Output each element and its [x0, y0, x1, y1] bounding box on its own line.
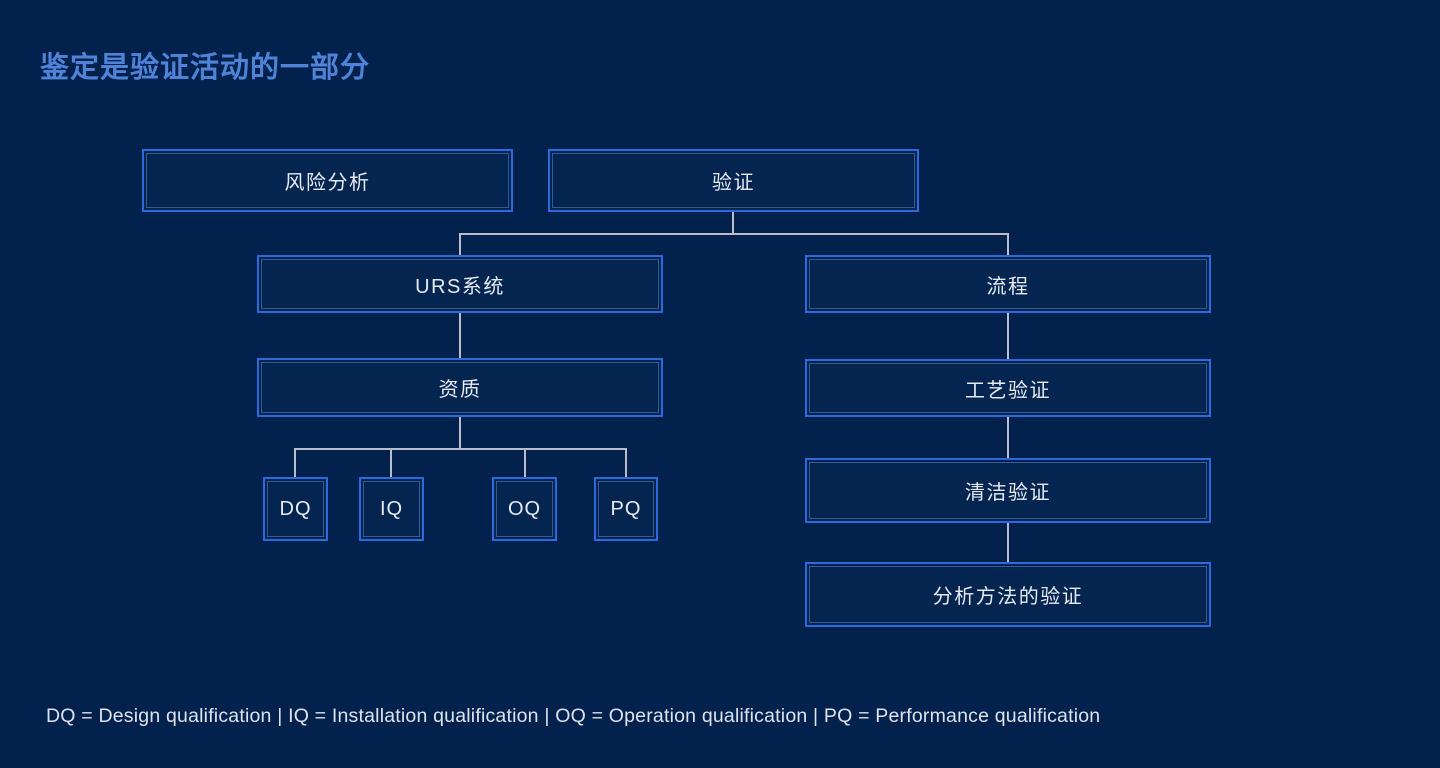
connector-line [459, 313, 461, 358]
legend-text: DQ = Design qualification | IQ = Install… [46, 705, 1101, 727]
box-iq: IQ [359, 477, 424, 541]
box-analytical-method-validation: 分析方法的验证 [805, 562, 1211, 627]
box-risk-analysis: 风险分析 [142, 149, 513, 212]
box-oq: OQ [492, 477, 557, 541]
connector-line [732, 212, 734, 234]
connector-line [294, 449, 296, 477]
box-pq: PQ [594, 477, 658, 541]
connector-line [1007, 417, 1009, 458]
page-title: 鉴定是验证活动的一部分 [40, 52, 371, 84]
connector-line [390, 449, 392, 477]
connector-line [1007, 234, 1009, 255]
connector-line [294, 448, 627, 450]
connector-line [459, 234, 461, 255]
connector-line [459, 417, 461, 448]
box-urs-system: URS系统 [257, 255, 663, 313]
connector-line [1007, 523, 1009, 562]
box-cleaning-validation: 清洁验证 [805, 458, 1211, 523]
box-process: 流程 [805, 255, 1211, 313]
connector-line [625, 449, 627, 477]
connector-line [524, 449, 526, 477]
box-process-validation: 工艺验证 [805, 359, 1211, 417]
connector-line [1007, 313, 1009, 359]
connector-line [459, 233, 1009, 235]
box-dq: DQ [263, 477, 328, 541]
box-validation: 验证 [548, 149, 919, 212]
box-qualification: 资质 [257, 358, 663, 417]
